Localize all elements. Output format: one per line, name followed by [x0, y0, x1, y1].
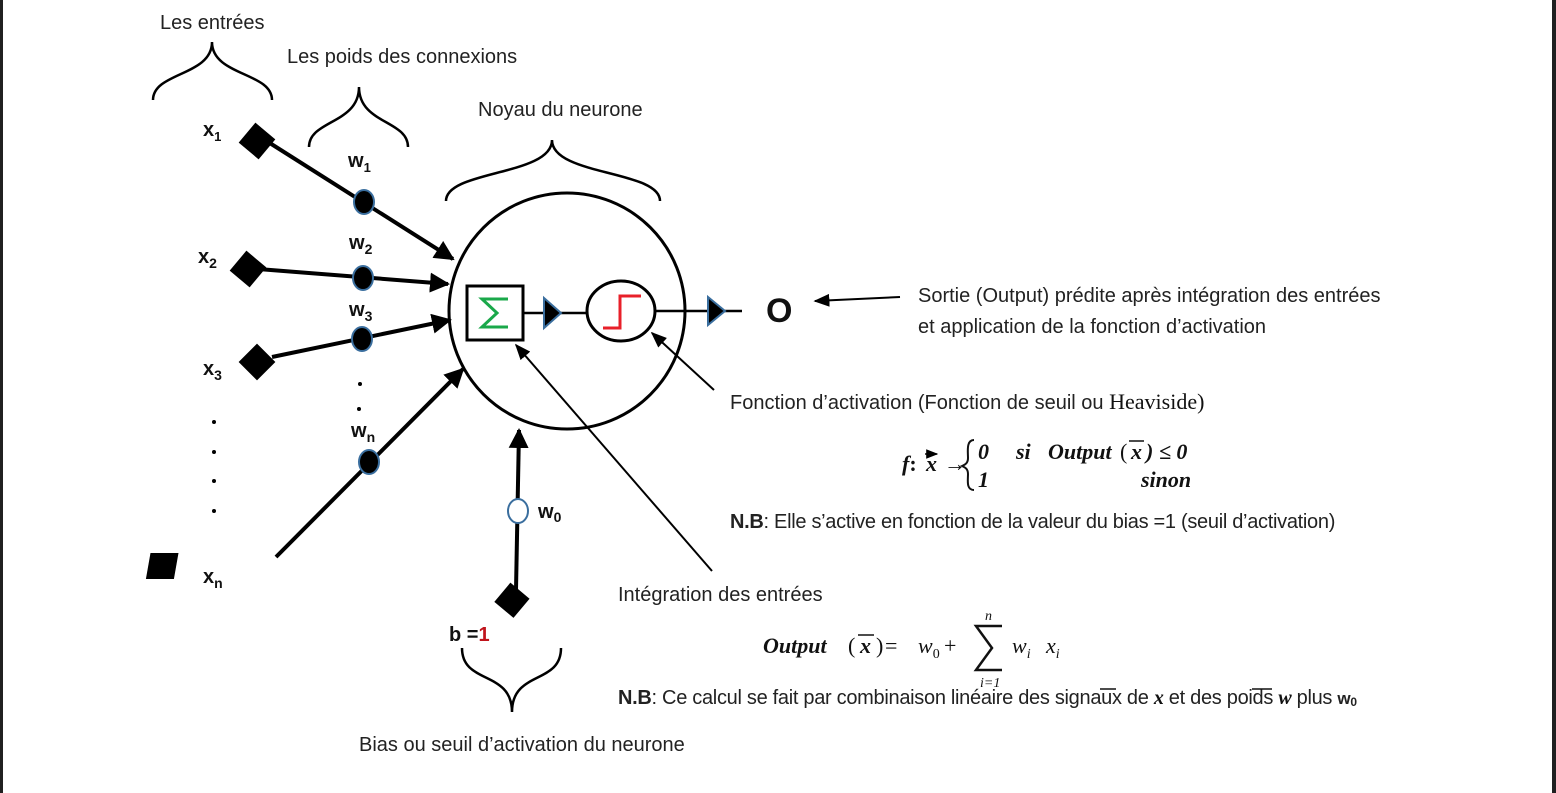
- weight-node-wn[interactable]: [358, 449, 380, 475]
- input-label-x1: x1: [203, 119, 221, 144]
- bias-weight-label: w0: [537, 501, 562, 525]
- bias-label: b =1: [449, 624, 490, 646]
- brace-bias: [460, 647, 563, 713]
- case1-output: Output: [1048, 439, 1112, 464]
- brace-weights: [307, 86, 410, 148]
- input-label-xn: xn: [203, 566, 223, 591]
- integration-note: N.B: Ce calcul se fait par combinaison l…: [618, 687, 1357, 709]
- window-border-left: [0, 0, 3, 793]
- summation-box[interactable]: [465, 284, 525, 342]
- output-symbol: O: [766, 292, 792, 330]
- formula-paren-open: (: [848, 633, 855, 658]
- brace-inputs: [151, 41, 274, 101]
- case1-condition-rest: ) ≤ 0: [1144, 439, 1187, 464]
- sigma-icon: [478, 297, 508, 329]
- input-label-x2: x2: [198, 246, 217, 271]
- activation-formula: f: x → 0 si Output ( x ) ≤ 0 1 sinon: [902, 439, 1191, 492]
- case1-paren: (: [1120, 439, 1127, 464]
- formula-x: x: [859, 633, 871, 658]
- formula-paren-close: ): [876, 633, 883, 658]
- input-node-x1[interactable]: [238, 122, 276, 160]
- sum-lower-bound: i=1: [980, 676, 1000, 691]
- output-description-line2: et application de la fonction d’activati…: [918, 316, 1266, 338]
- inputs-ellipsis: [212, 420, 216, 513]
- weight-node-w3[interactable]: [351, 326, 373, 352]
- weight-node-w1[interactable]: [353, 189, 375, 215]
- label-inputs: Les entrées: [160, 12, 265, 34]
- bias-weight-node-w0[interactable]: [507, 498, 529, 524]
- activation-title: Fonction d’activation (Fonction de seuil…: [730, 389, 1204, 414]
- activation-pointer-arrow: [650, 331, 715, 391]
- window-border-right: [1552, 0, 1556, 793]
- input-node-x3[interactable]: [238, 343, 276, 381]
- heaviside-step-icon: [603, 294, 641, 330]
- cases-brace: [959, 439, 975, 491]
- weight-label-w1: w1: [347, 150, 371, 175]
- case1-value: 0: [978, 439, 989, 464]
- weights-ellipsis: [357, 382, 362, 411]
- integration-pointer-arrow: [514, 343, 713, 572]
- formula-w0: w0: [918, 633, 940, 662]
- label-weights: Les poids des connexions: [287, 46, 517, 68]
- case1-si: si: [1015, 439, 1032, 464]
- sum-symbol: [973, 624, 1002, 672]
- weight-node-w2[interactable]: [352, 265, 374, 291]
- label-bias-description: Bias ou seuil d’activation du neurone: [359, 734, 685, 756]
- weight-label-w3: w3: [348, 299, 373, 324]
- case2-condition: sinon: [1140, 467, 1191, 492]
- bias-input-node[interactable]: [494, 582, 530, 618]
- weight-label-wn: wn: [350, 420, 375, 445]
- formula-f: f:: [902, 451, 917, 476]
- input-node-x2[interactable]: [229, 250, 267, 288]
- activation-note: N.B: Elle s’active en fonction de la val…: [730, 511, 1335, 533]
- weight-label-w2: w2: [348, 232, 373, 257]
- formula-xi: xi: [1045, 633, 1060, 662]
- formula-plus: +: [944, 633, 956, 658]
- formula-wi: wi: [1012, 633, 1031, 662]
- formula-equals: =: [885, 633, 897, 658]
- input-node-xn[interactable]: [145, 553, 179, 579]
- input-label-x3: x3: [203, 358, 222, 383]
- label-core: Noyau du neurone: [478, 99, 643, 121]
- case2-value: 1: [978, 467, 989, 492]
- integration-title: Intégration des entrées: [618, 584, 823, 606]
- sum-upper-bound: n: [985, 609, 992, 624]
- formula-output: Output: [763, 633, 827, 658]
- formula-maps-to: →: [944, 451, 966, 476]
- integration-formula: Output ( x ) = w0 + n i=1 wi xi: [763, 609, 1060, 691]
- brace-core: [444, 139, 662, 202]
- case1-x: x: [1130, 439, 1142, 464]
- signal-triangle-2: [707, 294, 727, 328]
- output-description-line1: Sortie (Output) prédite après intégratio…: [918, 285, 1380, 307]
- output-pointer-arrow: [813, 293, 901, 307]
- signal-triangle-1: [543, 295, 563, 331]
